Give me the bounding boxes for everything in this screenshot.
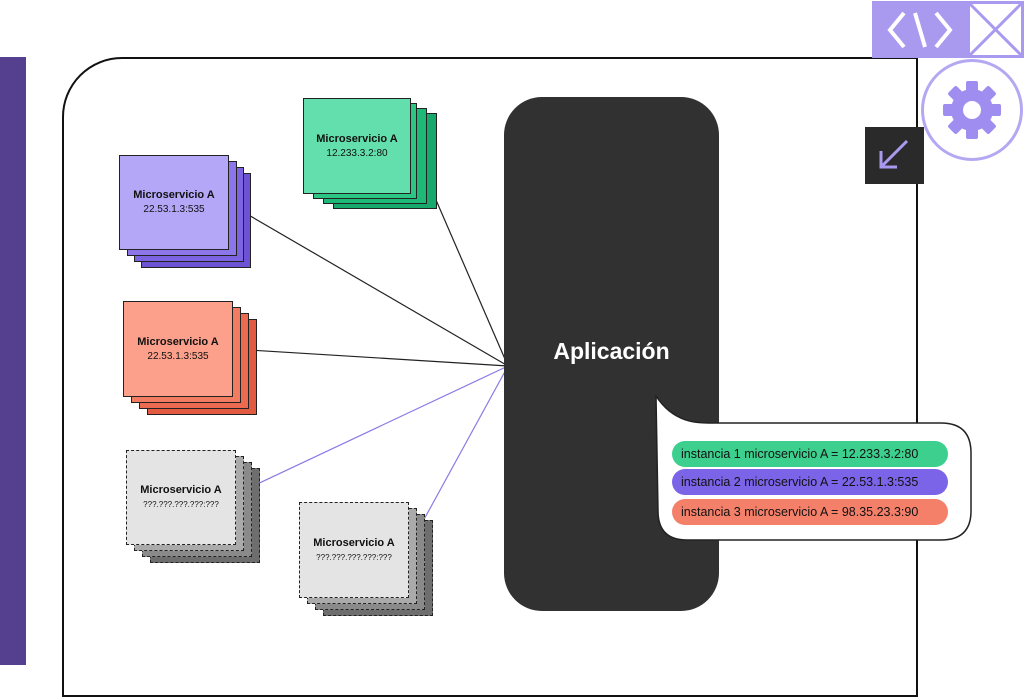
code-icon[interactable] [872, 1, 967, 58]
connection-line-purple [227, 202, 509, 367]
microservice-card: Microservicio A 12.233.3.2:80 [303, 98, 411, 194]
microservice-card: Microservicio A ???.???.???.???:??? [126, 450, 236, 545]
microservice-address: 12.233.3.2:80 [326, 147, 388, 159]
microservice-address: ???.???.???.???:??? [143, 500, 219, 509]
microservice-name: Microservicio A [316, 132, 398, 145]
microservice-card: Microservicio A 22.53.1.3:535 [123, 301, 233, 397]
microservice-address: ???.???.???.???:??? [316, 552, 392, 562]
registry-entry-3: instancia 3 microservicio A = 98.35.23.3… [672, 499, 948, 525]
microservice-address: 22.53.1.3:535 [143, 204, 205, 215]
microservice-name: Microservicio A [133, 189, 215, 201]
microservice-card: Microservicio A ???.???.???.???:??? [299, 502, 409, 598]
connection-lines [227, 139, 509, 546]
microservice-card: Microservicio A 22.53.1.3:535 [119, 155, 229, 250]
close-icon[interactable] [967, 1, 1024, 58]
microservice-name: Microservicio A [140, 484, 222, 496]
registry-entry-1: instancia 1 microservicio A = 12.233.3.2… [672, 441, 948, 467]
application-label: Aplicación [553, 338, 670, 364]
connection-line-gray2 [409, 365, 509, 546]
connection-line-red [232, 348, 509, 367]
connection-line-gray1 [235, 365, 509, 495]
microservice-name: Microservicio A [313, 536, 395, 549]
registry-entry-2: instancia 2 microservicio A = 22.53.1.3:… [672, 469, 948, 495]
microservice-address: 22.53.1.3:535 [147, 350, 209, 362]
microservice-name: Microservicio A [137, 335, 219, 348]
left-accent-bar [0, 57, 26, 665]
gear-icon[interactable] [921, 59, 1023, 161]
arrow-down-left-icon[interactable] [865, 127, 924, 184]
